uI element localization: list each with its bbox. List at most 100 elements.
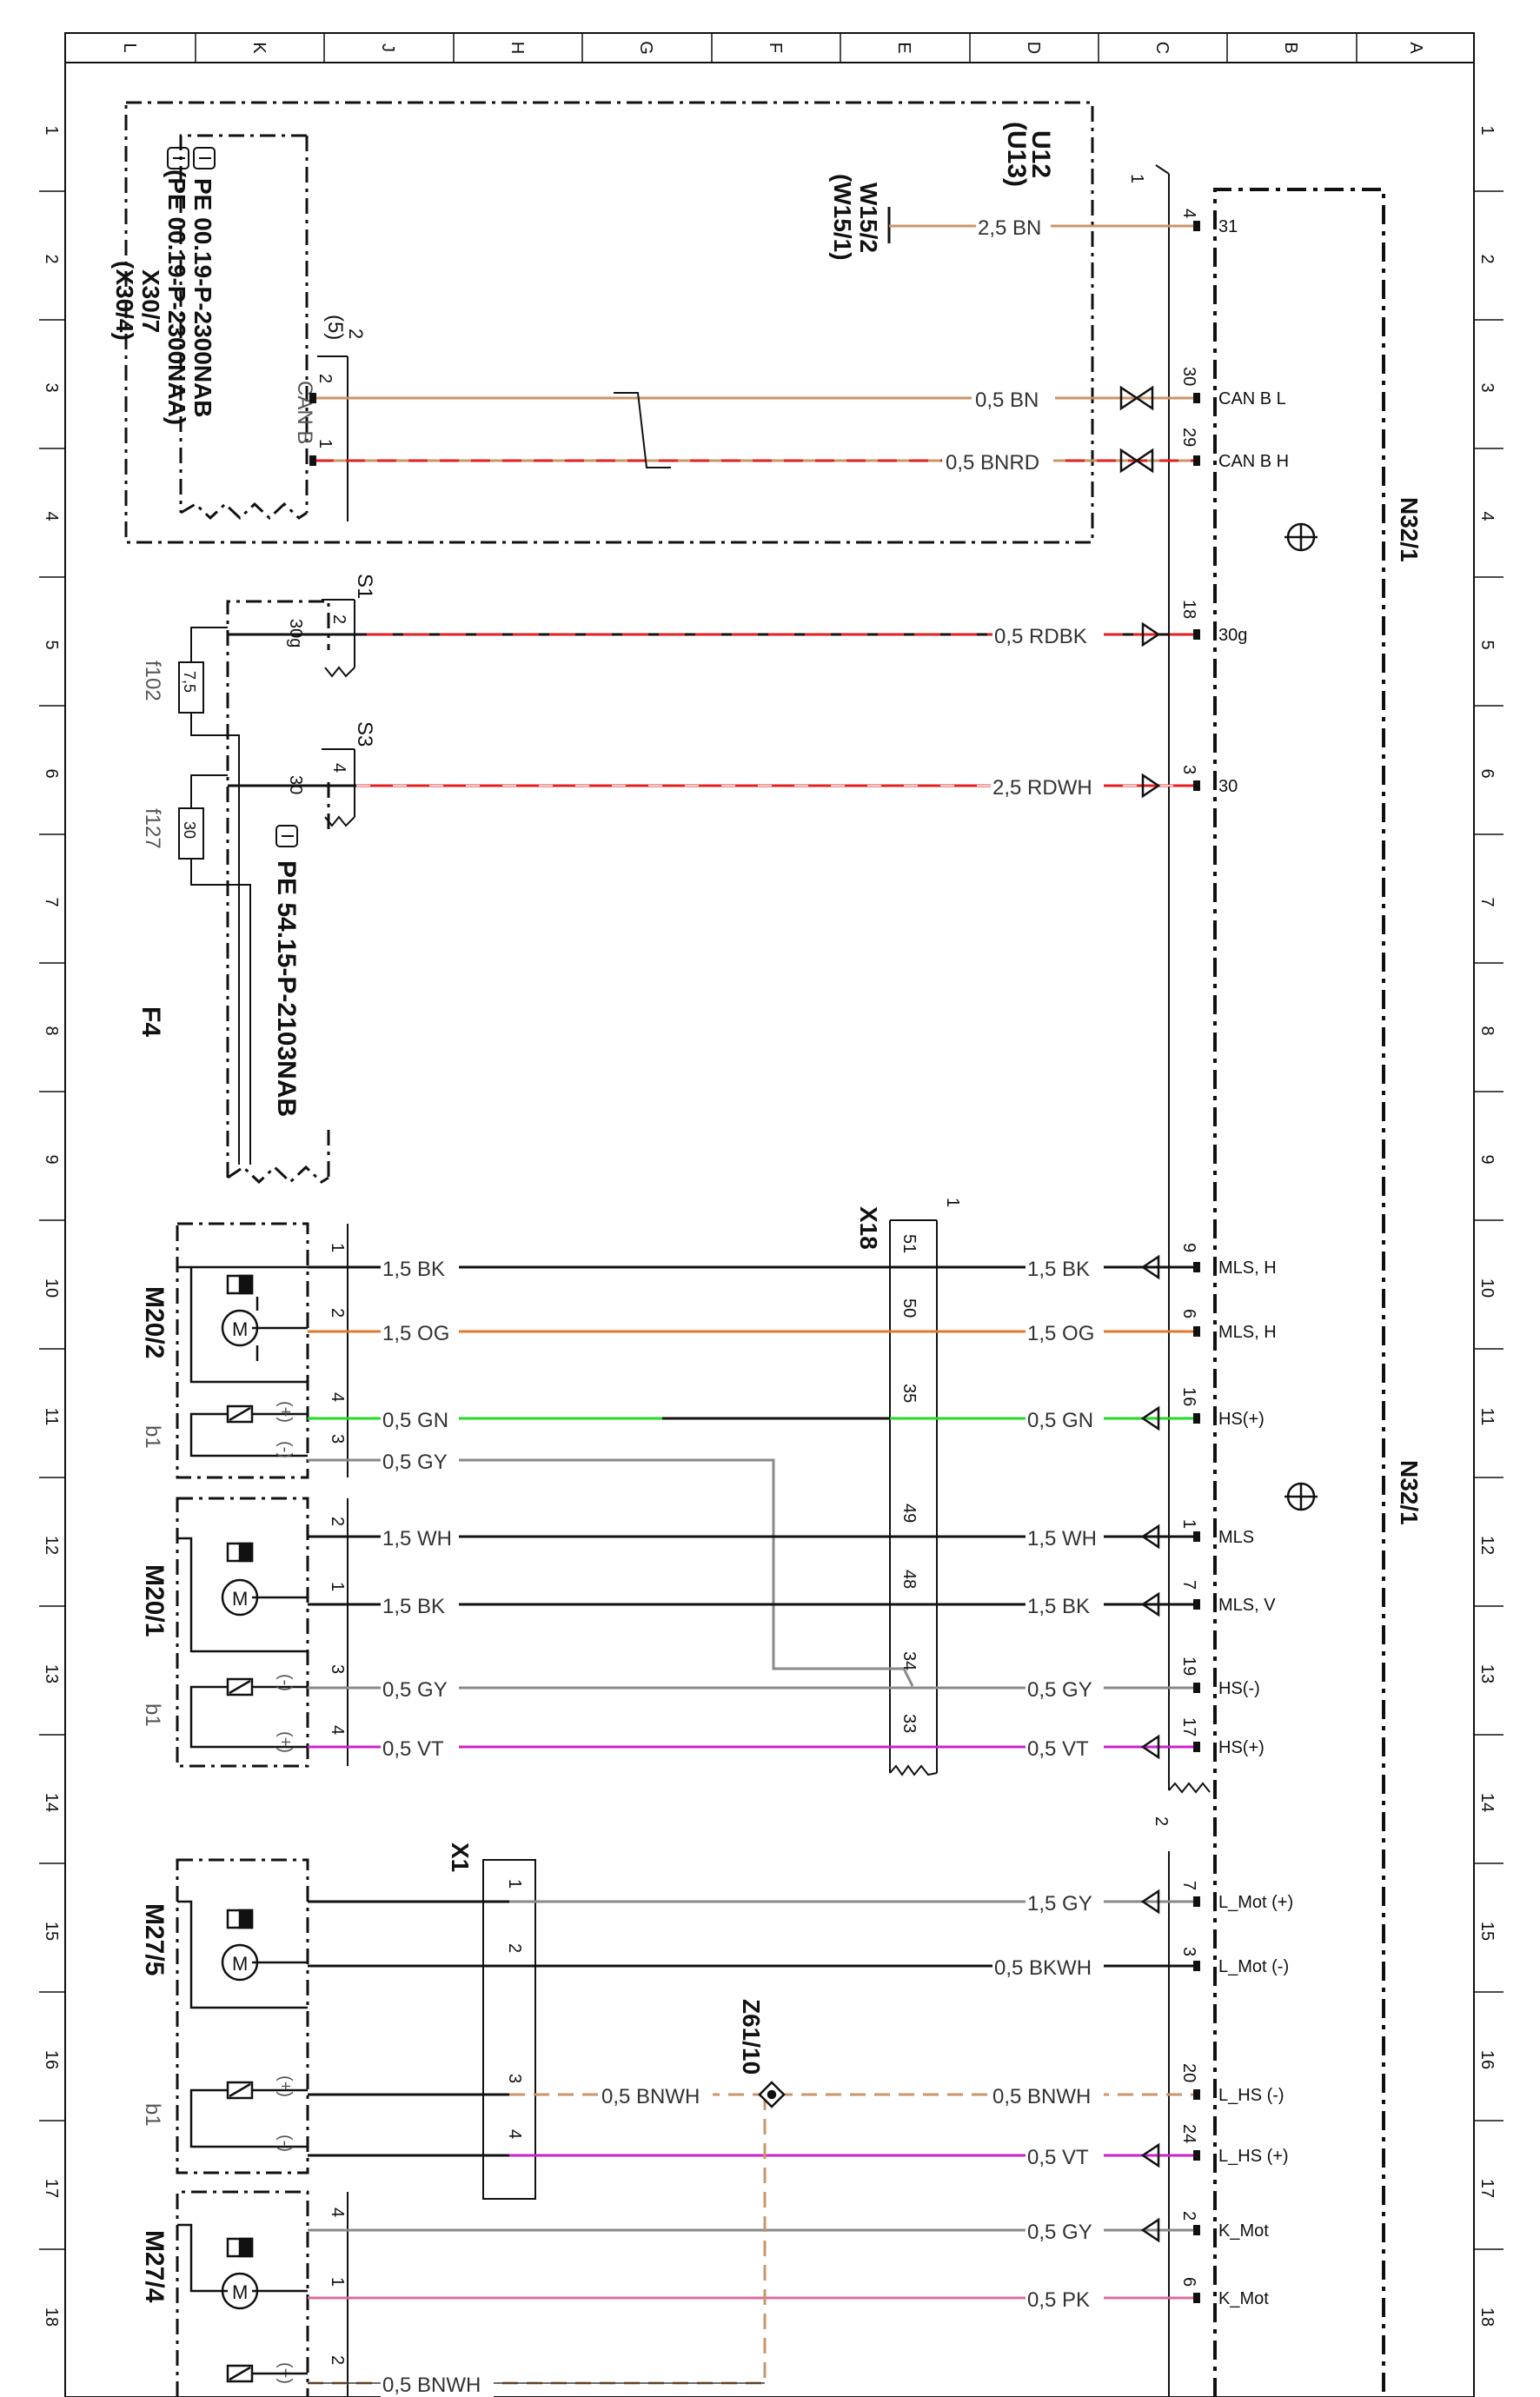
row-label: 2 (1477, 254, 1497, 263)
m275-internal-wiring (177, 1900, 308, 2092)
single-arrow-connector-icon (1140, 1889, 1160, 2243)
wire-label: 0,5 BNRD (946, 451, 1039, 475)
signal-label: 30 (1218, 777, 1238, 796)
n321-pin-numbers: 4 30 29 18 3 9 6 16 1 7 19 17 7 3 20 24 … (1179, 209, 1198, 2287)
col-label: H (508, 42, 527, 54)
doc-hand-icon (193, 147, 216, 169)
pin-terminal (309, 455, 316, 466)
wire-row: 1,5 BK 1,5 BK (308, 1252, 1195, 1283)
x307-label: X30/7 (137, 269, 164, 333)
n321-label-lower: N32/1 (1396, 1460, 1423, 1525)
x18-label: X18 (855, 1206, 882, 1250)
row-label: 4 (42, 511, 61, 521)
polarity-minus: (-) (275, 2135, 295, 2152)
m274-label: M27/4 (140, 2230, 169, 2303)
wire-30: 2,5 RDWH (228, 770, 1195, 801)
signal-label: 30g (1218, 626, 1247, 645)
signal-label: 31 (1218, 217, 1238, 236)
motor-icon: M (221, 2237, 259, 2310)
wire-label: 0,5 GY (382, 1678, 448, 1702)
row-dividers (39, 190, 1503, 2250)
col-label: D (1024, 42, 1043, 54)
m202-label: M20/2 (140, 1286, 169, 1358)
wire-row: 1,5 OG 1,5 OG (308, 1316, 1195, 1347)
wire-label: 0,5 GN (1027, 1409, 1093, 1432)
fuse-rating: 30 (181, 821, 198, 839)
m274-pin-numbers: 4 1 2 (328, 2208, 347, 2365)
f127-label: f127 (141, 808, 164, 849)
fuse-rating: 7,5 (181, 671, 198, 693)
polarity-minus: (-) (275, 1441, 295, 1458)
pin-number: 1 (315, 439, 335, 448)
fuse-f102 (178, 627, 228, 736)
signal-label: L_HS (-) (1218, 2086, 1284, 2105)
wire-row: 0,5 VT 0,5 VT (308, 1731, 1195, 1763)
z6110-label: Z61/10 (738, 1999, 765, 2075)
wire-label: 1,5 BK (382, 1258, 445, 1281)
wire-can-h: 0,5 BNRD (315, 445, 1195, 476)
pe2-label: (PE 00.19-P-2300NAA) (163, 169, 190, 425)
m274-box (176, 2190, 309, 2397)
pin-5-label: (5) (323, 315, 347, 340)
signal-label: MLS, H (1218, 1258, 1277, 1278)
pin-number: 51 (899, 1234, 919, 1253)
row-label: 18 (42, 2307, 61, 2327)
svg-text:M: M (232, 2281, 248, 2303)
x18-pin-numbers: 51 50 35 49 48 34 33 (899, 1234, 919, 1733)
signal-label: L_Mot (+) (1218, 1893, 1293, 1912)
wire-label: 0,5 BNWH (382, 2374, 481, 2397)
pin-number: 2 (329, 614, 348, 624)
signal-label: K_Mot (1218, 2221, 1269, 2241)
wire-label: 0,5 VT (1027, 2146, 1089, 2169)
row-label: 17 (1477, 2179, 1497, 2198)
signal-label: L_Mot (-) (1218, 1957, 1289, 1976)
m275-label: M27/5 (140, 1903, 169, 1975)
pin-number: 6 (1179, 1309, 1198, 1318)
double-arrow-connector-icon (1119, 448, 1154, 474)
row-label: 3 (1477, 382, 1497, 392)
single-arrow-connector-icon (1140, 1254, 1160, 1760)
svg-text:M: M (232, 1953, 248, 1975)
wire-row: 0,5 PK (308, 2282, 1195, 2314)
col-label: G (636, 41, 655, 55)
row-label: 10 (1477, 1278, 1497, 1298)
wire-31: 2,5 BN (889, 210, 1195, 242)
pin-number: 1 (328, 1582, 347, 1591)
row-label: 12 (1477, 1536, 1497, 1555)
wire-row: 0,5 BNWH 0,5 BNWH (308, 2079, 1195, 2110)
s1-bracket (322, 599, 355, 678)
wire-label: 1,5 OG (382, 1322, 449, 1345)
single-arrow-connector-icon (1141, 621, 1161, 647)
row-label: 12 (42, 1536, 61, 1555)
double-arrow-connector-icon (1119, 385, 1154, 411)
pin-number: 2 (505, 1943, 524, 1953)
f4-box (226, 600, 330, 1185)
row-label: 15 (42, 1922, 61, 1941)
wire-row: 1,5 WH 1,5 WH (308, 1521, 1195, 1552)
row-label: 8 (1477, 1026, 1497, 1035)
pin-number: 2 (328, 1517, 347, 1526)
polarity-markers: (+) (-) (+) (275, 2075, 295, 2384)
col-label: C (1152, 42, 1172, 54)
row-label: 1 (1477, 125, 1497, 135)
pin-number: 2 (315, 374, 335, 383)
wire-label: 0,5 GY (382, 1451, 448, 1474)
row-label: 4 (1477, 511, 1497, 521)
pin-number: 3 (328, 1434, 347, 1444)
wire-row: 0,5 GY 0,5 GY (308, 1672, 1195, 1703)
row-label: 7 (42, 897, 61, 906)
wire-row: 0,5 GY (308, 2214, 1195, 2246)
pin-number: 3 (1179, 765, 1198, 774)
row-label: 16 (42, 2050, 61, 2069)
m201-label: M20/1 (140, 1564, 169, 1637)
wire-row: 0,5 GN 0,5 GN (308, 1403, 1195, 1434)
pin-number: 1 (328, 2277, 347, 2287)
wire-label: 1,5 BK (382, 1595, 445, 1618)
pin-number: 4 (328, 1725, 347, 1735)
sensor-icon (226, 2364, 254, 2383)
wire-label: 1,5 WH (382, 1527, 452, 1550)
wire-label: 0,5 VT (1027, 1737, 1089, 1761)
s3-bracket (322, 748, 355, 827)
pin-number: 3 (1179, 1947, 1198, 1956)
row-label: 13 (1477, 1664, 1497, 1683)
